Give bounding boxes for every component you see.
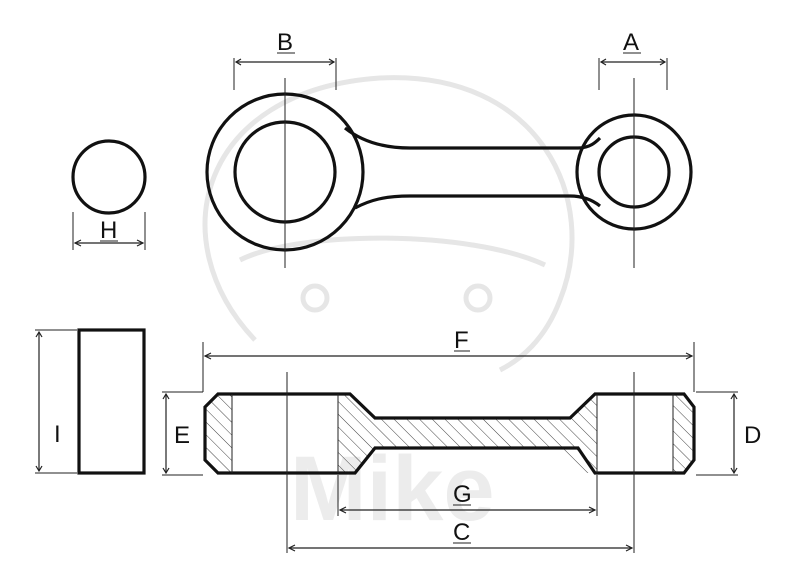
label-e: E bbox=[174, 422, 190, 449]
piston-pin-end-view bbox=[71, 139, 147, 215]
label-c: C bbox=[453, 519, 470, 546]
small-end-hatch-right bbox=[673, 394, 693, 473]
connecting-rod-top-view bbox=[205, 78, 693, 268]
dimension-h: H bbox=[72, 212, 146, 250]
label-f: F bbox=[454, 327, 469, 354]
label-g: G bbox=[453, 481, 472, 508]
label-d: D bbox=[744, 422, 761, 449]
dimension-b: B bbox=[233, 29, 337, 90]
label-a: A bbox=[623, 29, 639, 56]
dimension-d: D bbox=[696, 391, 761, 476]
dimension-c: C bbox=[287, 519, 634, 552]
dimension-a: A bbox=[598, 29, 668, 90]
watermark-logo: Mike bbox=[202, 75, 575, 540]
dimension-f: F bbox=[202, 327, 695, 392]
big-end-hatch-left bbox=[204, 394, 232, 473]
beam-hatch bbox=[338, 394, 597, 473]
label-h: H bbox=[100, 217, 117, 244]
connecting-rod-side-view bbox=[203, 372, 696, 553]
piston-pin-side-view bbox=[77, 328, 146, 475]
dimension-g: G bbox=[337, 475, 598, 516]
dimension-e: E bbox=[162, 391, 203, 476]
label-b: B bbox=[277, 29, 293, 56]
dimension-i: I bbox=[35, 329, 77, 474]
label-i: I bbox=[54, 421, 61, 448]
watermark-text: Mike bbox=[290, 438, 495, 540]
